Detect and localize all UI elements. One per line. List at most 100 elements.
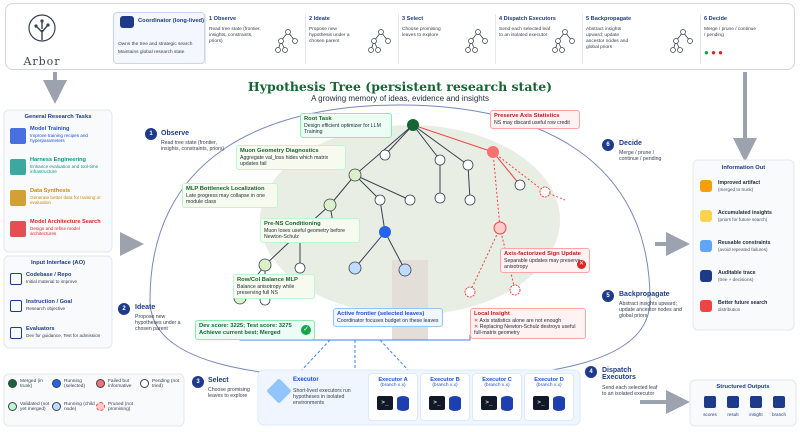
database-icon [501, 396, 513, 411]
input-header: Input Interface (AO) [30, 260, 86, 266]
logo: Arbor [14, 10, 70, 68]
terminal-icon: >_ [533, 396, 549, 410]
legend-panel [3, 373, 185, 427]
label-rowcol: Row/Col Balance MLP Balance anisotropy w… [233, 274, 315, 299]
label-prens: Pre-NS Conditioning Muon loses useful ge… [260, 218, 360, 243]
label-preserve: Preserve Axis Statistics NS may discard … [490, 110, 580, 129]
tasks-panel [3, 109, 113, 253]
label-frontier: Active frontier (selected leaves) Coordi… [333, 308, 443, 327]
step-mini-tree-icon [275, 28, 301, 54]
rowcol-desc: Balance anisotropy while preserving full… [237, 284, 295, 296]
structured-icon [727, 396, 739, 408]
input-icon [10, 300, 22, 312]
info-out-title: Better future search [718, 300, 768, 306]
executor-branch: (branch x.x) [432, 383, 458, 388]
structured-panel [689, 379, 797, 427]
input-desc: Research objective [26, 306, 66, 311]
input-title: Evaluators [26, 326, 55, 332]
observe-title: Observe [161, 130, 190, 137]
tasks-header: General Research Tasks [24, 114, 92, 120]
legend-label: Running (selected) [64, 379, 86, 390]
label-axis: Axis-factorized Sign Update Separable up… [500, 248, 590, 273]
observe-desc: Read tree state (frontier, insights, con… [161, 140, 225, 152]
coordinator-desc-1: Owns the tree and strategic search [118, 42, 193, 47]
structured-header: Structured Outputs [716, 384, 770, 390]
task-desc: Improve training recipes and hyperparame… [30, 133, 88, 144]
legend-label: Pruned (not promising) [108, 402, 134, 413]
coordinator-desc-2: Maintains global research state [118, 50, 185, 55]
hero-title: Hypothesis Tree (persistent research sta… [247, 79, 553, 94]
x-icon: ✕ [577, 260, 586, 269]
info-out-desc: (priors for future search) [718, 217, 768, 222]
label-local: Local Insight ✕ Axis statistics alone ar… [470, 308, 586, 339]
local-l1: ✕ Axis statistics alone are not enough [474, 318, 562, 324]
info-out-title: Reusable constraints [718, 240, 771, 246]
database-icon [553, 396, 565, 411]
structured-label: branch [771, 412, 787, 417]
executor-name: Executor A [378, 377, 408, 383]
root-desc: Design efficient optimizer for LLM Train… [304, 123, 381, 135]
structured-icon [773, 396, 785, 408]
info-out-item: Accumulated insights(priors for future s… [698, 206, 788, 230]
info-out-item: Auditable trace(tree + decisions) [698, 266, 788, 290]
check-icon: ✓ [301, 325, 311, 335]
legend-dot [140, 379, 149, 388]
terminal-icon: >_ [377, 396, 393, 410]
info-out-title: Accumulated insights [718, 210, 772, 216]
coordinator-panel: Coordinator (long-lived) Owns the tree a… [113, 12, 205, 64]
logo-text: Arbor [23, 55, 61, 68]
label-root: Root Task Design efficient optimizer for… [300, 113, 392, 138]
label-muon: Muon Geometry Diagnostics Aggregate val_… [236, 145, 346, 170]
axis-title: Axis-factorized Sign Update [504, 251, 581, 257]
dispatch-num: 4 [585, 366, 597, 378]
legend-dot [8, 379, 17, 388]
rowcol-title: Row/Col Balance MLP [237, 277, 298, 283]
backprop-num: 5 [602, 290, 614, 302]
executor-card: Executor B(branch x.x)>_ [420, 373, 470, 421]
axis-desc: Separable updates may preserve anisotrop… [504, 258, 581, 270]
task-icon [10, 128, 26, 144]
structured-icon [750, 396, 762, 408]
preserve-title: Preserve Axis Statistics [494, 113, 560, 119]
decide-title: Decide [619, 140, 642, 147]
task-title: Model Training [30, 126, 70, 132]
task-desc: Enhance evaluation and tool-time infrast… [30, 164, 99, 175]
task-icon [10, 159, 26, 175]
dispatch-title: Dispatch Executors [602, 367, 636, 381]
preserve-desc: NS may discard useful row credit [494, 120, 570, 126]
local-l2: ✕ Replacing Newton-Schulz destroys usefu… [474, 324, 576, 336]
info-out-title: Auditable trace [718, 270, 756, 276]
database-icon [449, 396, 461, 411]
prens-title: Pre-NS Conditioning [264, 221, 321, 227]
input-desc: Initial material to improve [26, 279, 78, 284]
mlp-title: MLP Bottleneck Localization [186, 186, 265, 192]
legend-dot [52, 402, 61, 411]
executor-branch: (branch x.x) [536, 383, 562, 388]
frontier-arrows [299, 339, 411, 373]
task-icon [10, 221, 26, 237]
info-out-desc: (merged to trunk) [718, 187, 754, 192]
info-out-title: Improved artifact [718, 180, 761, 186]
input-icon [10, 327, 22, 339]
decide-num: 6 [602, 139, 614, 151]
executor-card: Executor D(branch x.x)>_ [524, 373, 574, 421]
structured-label: insight [749, 412, 763, 417]
select-title: Select [208, 377, 229, 384]
input-icon [10, 273, 22, 285]
backprop-desc: Abstract insights upward; update ancesto… [619, 301, 682, 319]
mlp-desc: Late progress may collapse in one module… [186, 193, 266, 205]
executor-title: Executor [293, 377, 319, 383]
structured-label: scores [703, 412, 717, 417]
tree-edges-dashed [469, 151, 566, 293]
terminal-icon: >_ [429, 396, 445, 410]
score-line1: Dev score: 3225; Test score: 3275 [199, 323, 292, 329]
executor-card: Executor A(branch x.x)>_ [368, 373, 418, 421]
structured-icon [704, 396, 716, 408]
task-desc: Design and refine model architectures [30, 226, 80, 237]
